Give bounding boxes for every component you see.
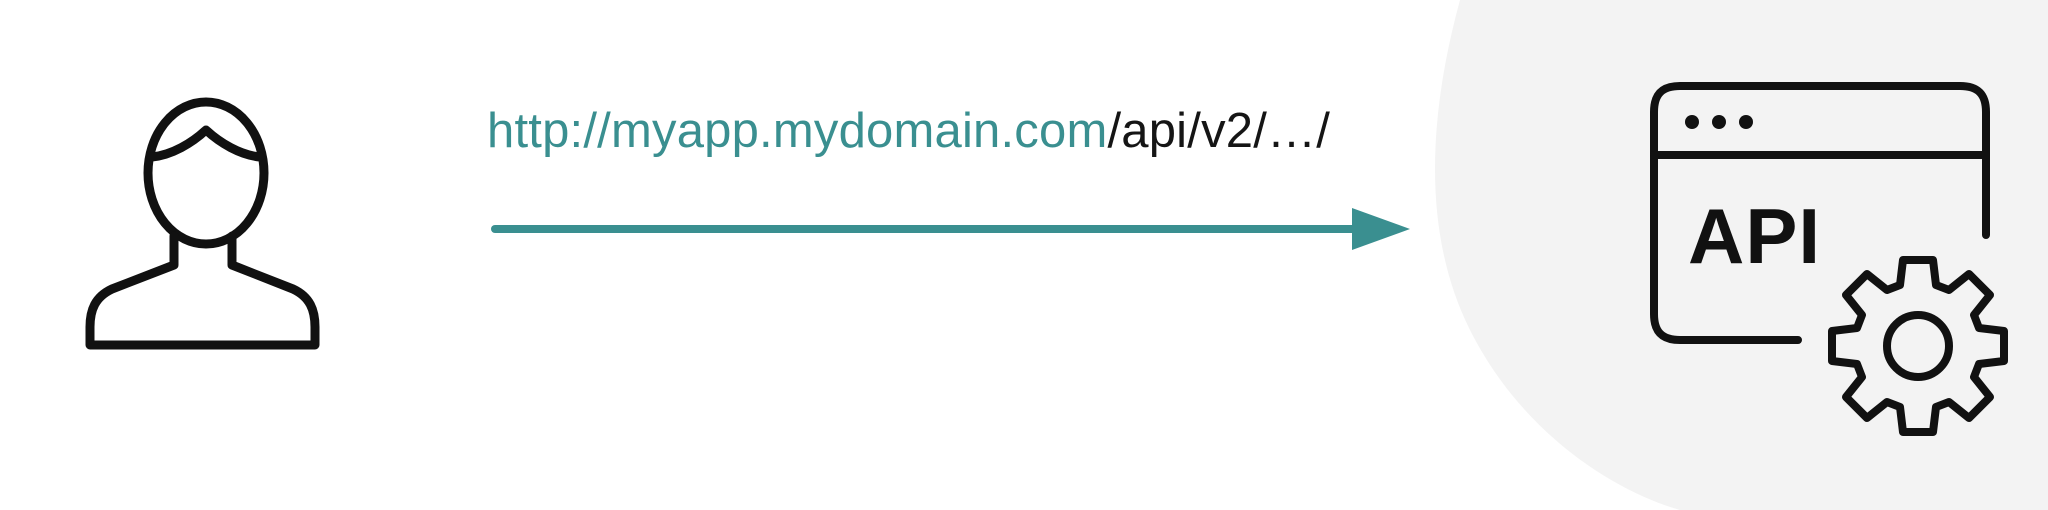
request-arrow — [491, 208, 1410, 250]
url-path: /api/v2/…/ — [1107, 104, 1331, 158]
browser-window-icon — [1650, 82, 1990, 344]
api-server-icon — [1650, 82, 2008, 436]
request-url: http://myapp.mydomain.com/api/v2/…/ — [487, 101, 1330, 161]
gear-icon — [1828, 256, 2008, 436]
url-host: http://myapp.mydomain.com — [487, 104, 1108, 158]
user-icon — [85, 97, 320, 350]
window-dots-icon — [1685, 115, 1753, 129]
api-label: API — [1688, 192, 1822, 280]
